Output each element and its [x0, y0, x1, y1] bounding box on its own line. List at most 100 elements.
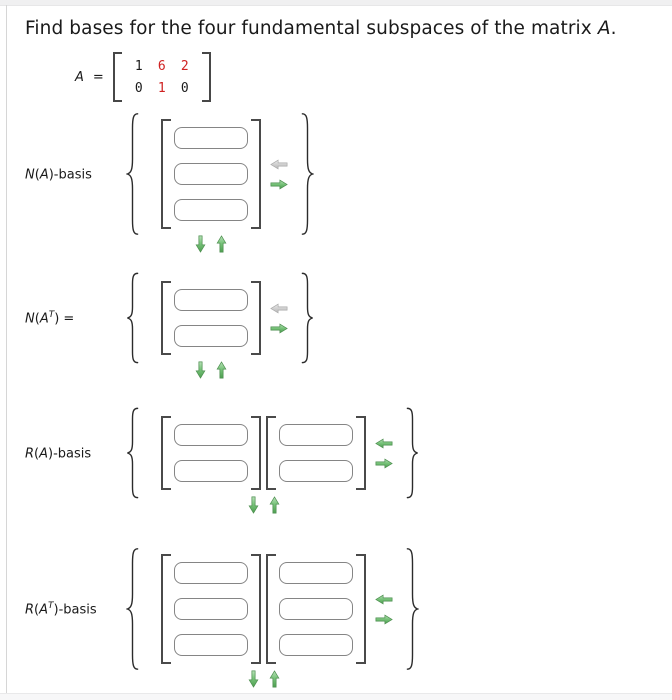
vector-entry-input[interactable]	[174, 562, 248, 584]
matrix-definition: A = 1 6 2 0 1 0	[75, 52, 672, 102]
vector-group	[161, 554, 366, 688]
label-sup: T	[48, 309, 55, 320]
label-arg: A	[39, 446, 49, 462]
label-suffix: =	[59, 311, 75, 327]
page-left-border	[6, 5, 7, 694]
matrix-var: A	[75, 69, 84, 85]
left-bracket	[266, 554, 276, 664]
page-bottom-strip	[0, 693, 672, 700]
rowspace-a-transpose-row: R(AT)-basis	[25, 547, 672, 688]
label-suffix: -basis	[58, 602, 97, 618]
vector-entry-input[interactable]	[174, 127, 248, 149]
right-bracket	[201, 52, 211, 102]
right-bracket	[251, 554, 261, 664]
column-resize-arrows	[270, 303, 288, 334]
label-func: R	[25, 446, 35, 462]
vector-entry-input[interactable]	[174, 424, 248, 446]
page-top-strip	[0, 0, 672, 6]
equals-sign: =	[92, 69, 104, 85]
vector-entry-input[interactable]	[174, 163, 248, 185]
matrix-cell: 6	[157, 58, 166, 74]
basis-vector	[161, 554, 261, 664]
vector-group	[161, 119, 261, 253]
right-bracket	[251, 119, 261, 229]
basis-vector	[266, 554, 366, 664]
label-func: N	[25, 167, 35, 183]
vector-entry-input[interactable]	[174, 199, 248, 221]
title-text: Find bases for the four fundamental subs…	[25, 18, 598, 39]
vector-entry-input[interactable]	[174, 325, 248, 347]
basis-vector	[161, 119, 261, 229]
nullspace-a-transpose-row: N(AT) =	[25, 272, 672, 379]
label-paren: )	[54, 311, 60, 327]
column-resize-arrows	[270, 159, 288, 190]
right-curly-brace	[301, 112, 314, 236]
down-arrow-icon[interactable]	[195, 235, 206, 253]
label-func: N	[25, 311, 35, 327]
matrix-cell: 1	[157, 80, 166, 96]
down-arrow-icon[interactable]	[195, 361, 206, 379]
label-paren: (	[34, 602, 40, 618]
vector-entry-input[interactable]	[174, 460, 248, 482]
right-arrow-icon[interactable]	[270, 179, 288, 190]
title-period: .	[610, 18, 617, 39]
row-resize-arrows	[248, 670, 280, 688]
vector-entry-input[interactable]	[279, 424, 353, 446]
nullspace-a-transpose-label: N(AT) =	[25, 310, 126, 326]
label-suffix: -basis	[53, 446, 92, 462]
vector-entry-input[interactable]	[279, 460, 353, 482]
column-resize-arrows	[375, 594, 393, 625]
matrix-cell: 0	[180, 80, 189, 96]
question-title: Find bases for the four fundamental subs…	[25, 18, 672, 39]
up-arrow-icon[interactable]	[216, 235, 227, 253]
right-arrow-icon[interactable]	[270, 323, 288, 334]
right-arrow-icon[interactable]	[375, 458, 393, 469]
left-bracket	[161, 119, 171, 229]
up-arrow-icon[interactable]	[269, 670, 280, 688]
right-curly-brace	[406, 407, 419, 499]
left-bracket	[112, 52, 122, 102]
down-arrow-icon[interactable]	[248, 670, 259, 688]
label-arg: A	[39, 602, 49, 618]
label-arg: A	[39, 311, 49, 327]
left-arrow-icon[interactable]	[375, 438, 393, 449]
vector-group	[161, 281, 261, 379]
left-bracket	[161, 416, 171, 490]
left-bracket	[161, 554, 171, 664]
right-arrow-icon[interactable]	[375, 614, 393, 625]
label-suffix: -basis	[53, 167, 92, 183]
vector-entry-input[interactable]	[174, 289, 248, 311]
vector-entry-input[interactable]	[174, 598, 248, 620]
up-arrow-icon[interactable]	[269, 496, 280, 514]
label-paren: )	[53, 602, 59, 618]
vector-entry-input[interactable]	[279, 634, 353, 656]
subspace-rows: N(A)-basis	[25, 112, 672, 688]
label-arg: A	[39, 167, 49, 183]
question-content: Find bases for the four fundamental subs…	[7, 6, 672, 688]
left-curly-brace	[126, 272, 139, 364]
vector-group	[161, 416, 366, 514]
nullspace-a-label: N(A)-basis	[25, 166, 126, 182]
title-matrix-var: A	[597, 18, 611, 39]
row-resize-arrows	[248, 496, 280, 514]
right-bracket	[356, 554, 366, 664]
vector-entry-input[interactable]	[174, 634, 248, 656]
vector-entry-input[interactable]	[279, 598, 353, 620]
label-sup: T	[48, 600, 54, 611]
rowspace-a-transpose-label: R(AT)-basis	[25, 601, 126, 617]
left-arrow-icon[interactable]	[375, 594, 393, 605]
label-func: R	[25, 602, 35, 618]
left-curly-brace	[126, 112, 139, 236]
row-resize-arrows	[195, 361, 227, 379]
label-paren: )	[48, 167, 54, 183]
left-arrow-icon	[270, 159, 288, 169]
basis-vector	[266, 416, 366, 490]
up-arrow-icon[interactable]	[216, 361, 227, 379]
label-paren: (	[34, 446, 40, 462]
matrix-cell: 2	[180, 58, 189, 74]
label-paren: (	[34, 311, 40, 327]
left-curly-brace	[126, 547, 139, 671]
down-arrow-icon[interactable]	[248, 496, 259, 514]
right-curly-brace	[301, 272, 314, 364]
vector-entry-input[interactable]	[279, 562, 353, 584]
